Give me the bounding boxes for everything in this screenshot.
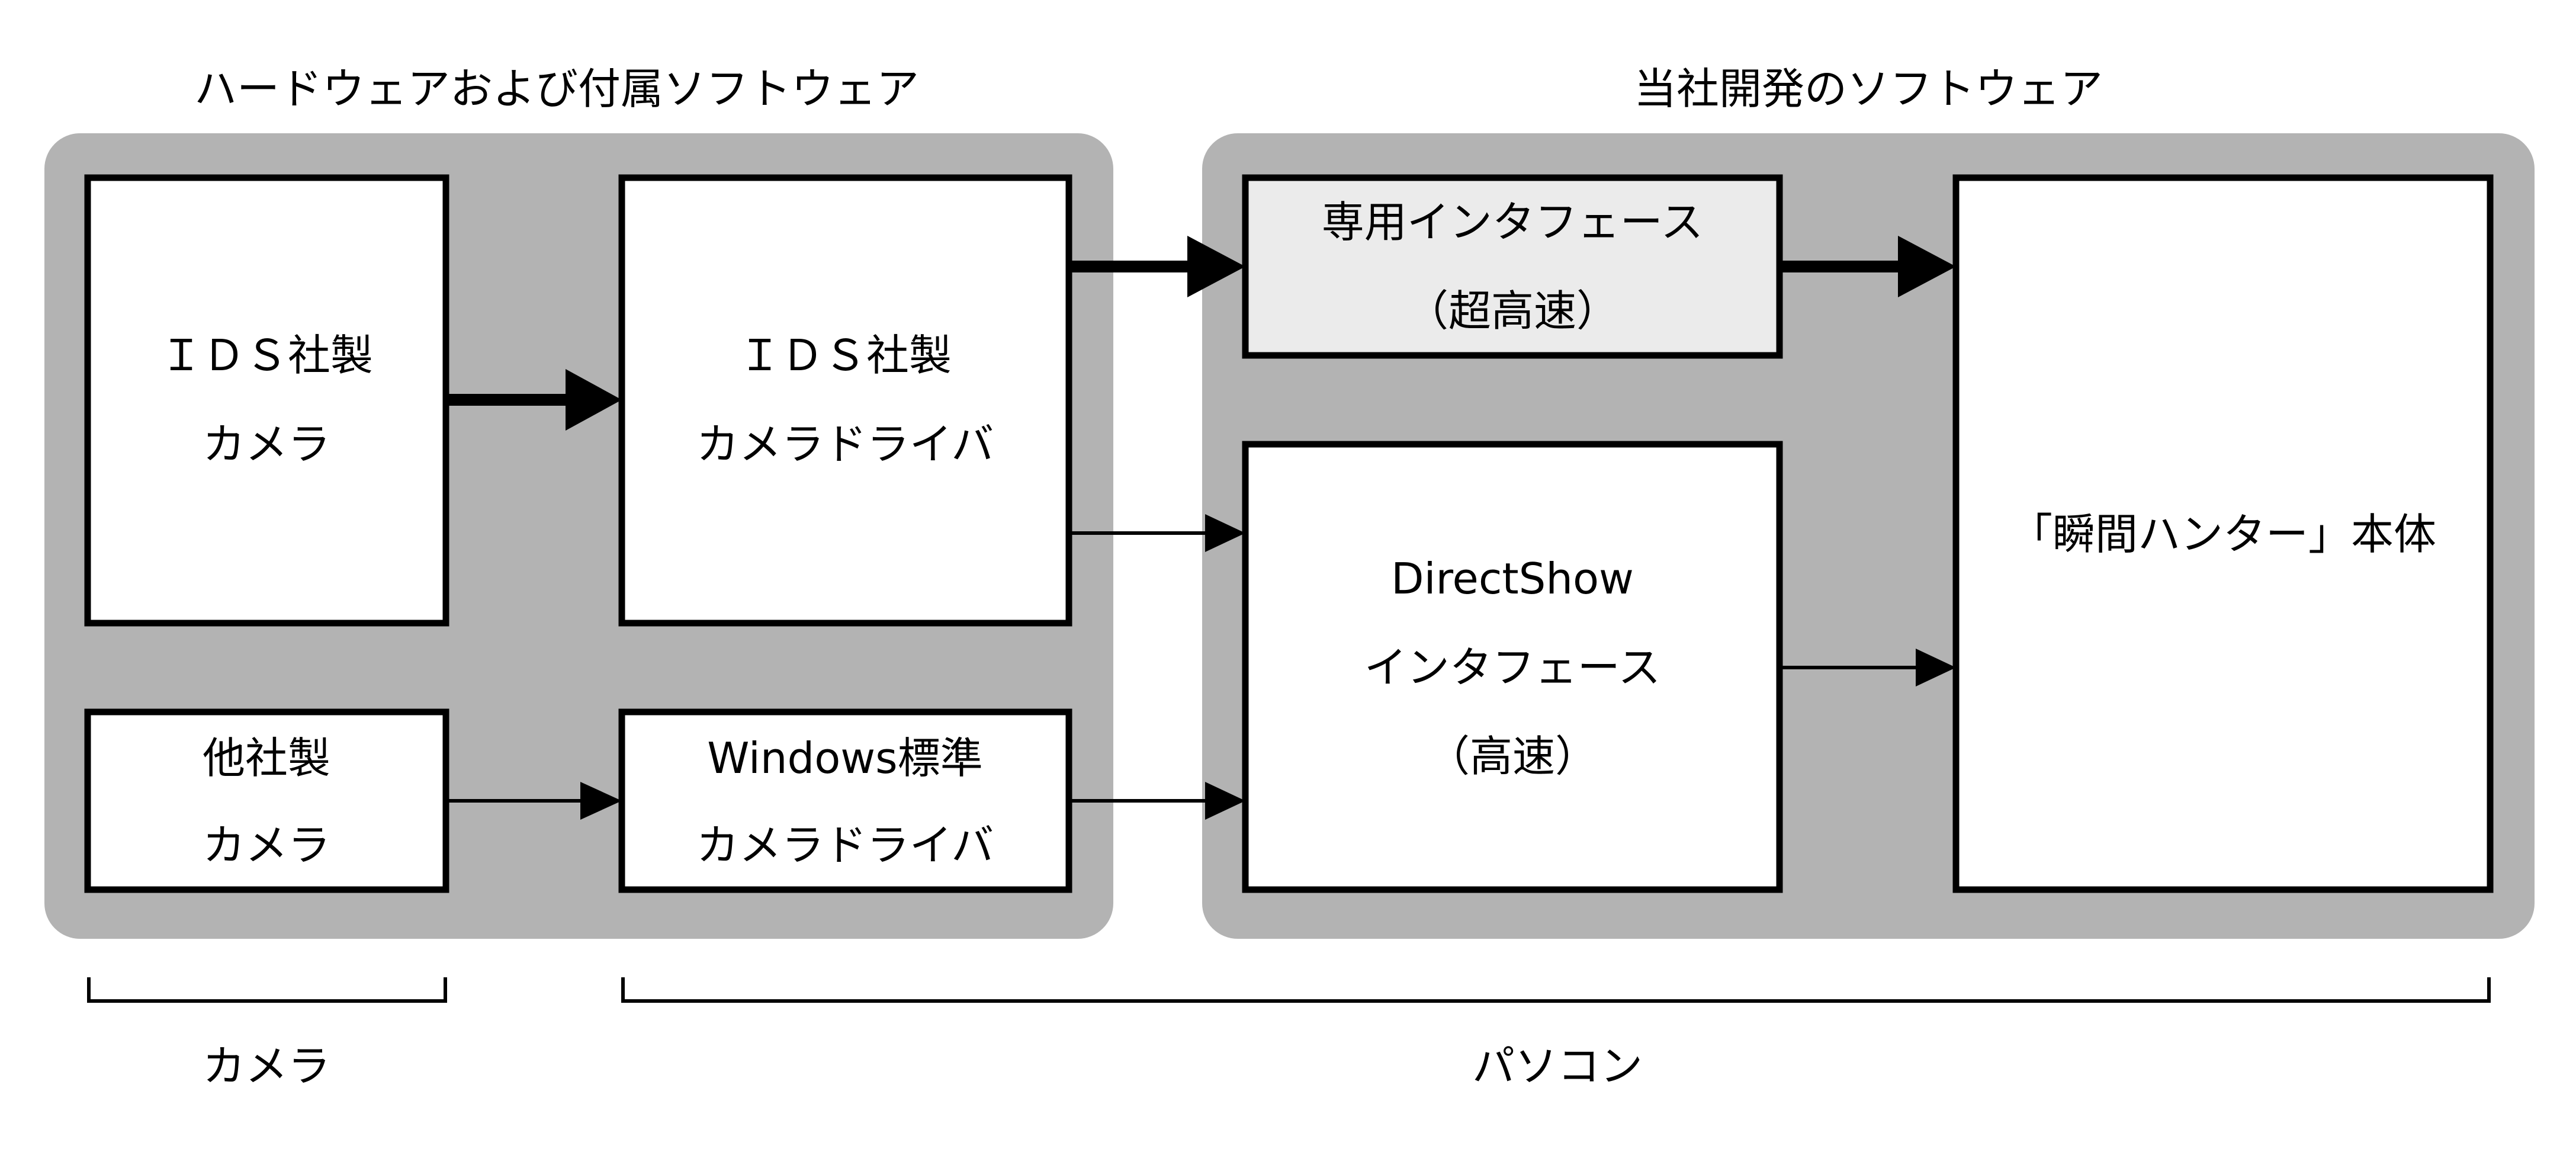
pc-bracket (621, 977, 2491, 1003)
ids-driver-label-1: ＩＤＳ社製 (738, 331, 952, 380)
arrow-ids-driver-to-dedicated (1072, 236, 1245, 297)
ids-camera-label-1: ＩＤＳ社製 (160, 331, 373, 380)
dedicated-interface-box (1242, 174, 1783, 359)
directshow-interface-label-2: インタフェース (1364, 643, 1660, 692)
other-camera-label-1: 他社製 (203, 733, 330, 783)
dedicated-interface-label-1: 専用インタフェース (1322, 197, 1703, 247)
arrow-ids-camera-to-driver (449, 369, 622, 431)
ids-camera-label-2: カメラ (203, 419, 330, 469)
arrow-windows-driver-to-directshow (1072, 782, 1245, 820)
camera-bracket-label: カメラ (203, 1041, 330, 1091)
arrow-dedicated-to-main (1782, 236, 1956, 297)
directshow-interface-label-1: DirectShow (1391, 554, 1634, 604)
hardware-group-title: ハードウェアおよび付属ソフトウェア (194, 64, 919, 114)
main-app-box (1952, 174, 2494, 893)
windows-driver-label-2: カメラドライバ (696, 820, 994, 870)
windows-driver-box (618, 708, 1072, 893)
main-app-label: 「瞬間ハンター」本体 (2010, 509, 2436, 559)
arrow-ids-driver-to-directshow (1072, 514, 1245, 552)
other-camera-label-2: カメラ (203, 820, 330, 870)
other-camera-box (84, 708, 449, 893)
ids-driver-label-2: カメラドライバ (696, 419, 994, 469)
pc-bracket-label: パソコン (1472, 1041, 1643, 1091)
directshow-interface-box (1242, 441, 1783, 893)
software-group-title: 当社開発のソフトウェア (1634, 64, 2103, 114)
arrow-directshow-to-main (1782, 649, 1956, 686)
ids-camera-box (84, 174, 449, 627)
windows-driver-label-1: Windows標準 (707, 733, 982, 783)
ids-driver-box (618, 174, 1072, 627)
directshow-interface-label-3: （高速） (1427, 732, 1598, 781)
arrow-other-camera-to-windows-driver (449, 782, 622, 820)
dedicated-interface-label-2: （超高速） (1406, 286, 1619, 336)
camera-bracket (87, 977, 447, 1003)
